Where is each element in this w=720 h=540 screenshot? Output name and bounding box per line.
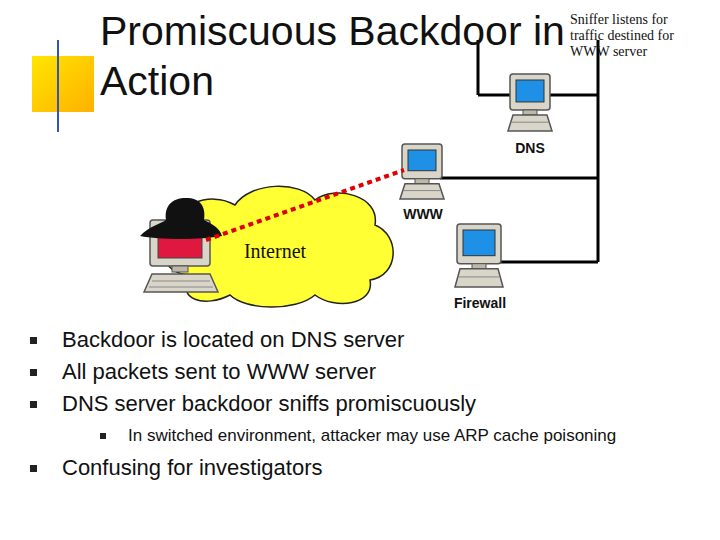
- network-wire: [440, 177, 598, 180]
- bullet-text: Backdoor is located on DNS server: [62, 326, 702, 354]
- keyboard: [400, 184, 444, 199]
- bullet-square: [30, 337, 37, 344]
- monitor-screen: [158, 228, 202, 258]
- accent-square: [32, 56, 94, 112]
- node-label: DNS: [498, 140, 562, 156]
- node-label: WWW: [390, 206, 456, 222]
- keyboard: [144, 274, 218, 292]
- slide-title: Promiscuous Backdoor in Action: [100, 6, 565, 106]
- keyboard-keys: [459, 276, 499, 277]
- monitor: [510, 74, 550, 110]
- attack-path: [206, 170, 404, 240]
- accent-line: [57, 40, 59, 132]
- node-label: Internet: [150, 240, 400, 263]
- keyboard-keys: [512, 122, 548, 123]
- monitor: [150, 220, 210, 266]
- bullet-text: DNS server backdoor sniffs promiscuously: [62, 390, 702, 418]
- sub-bullet-text: In switched environment, attacker may us…: [128, 425, 708, 447]
- bullet-square: [30, 465, 37, 472]
- www-server: WWW: [390, 140, 456, 226]
- monitor-screen: [516, 80, 544, 102]
- monitor-screen: [408, 150, 436, 171]
- bullet-text: All packets sent to WWW server: [62, 358, 702, 386]
- keyboard: [455, 269, 503, 287]
- note-text: Sniffer listens for traffic destined for…: [570, 12, 678, 60]
- bullet-square: [100, 433, 106, 439]
- monitor-screen: [463, 230, 495, 256]
- black-hat: [140, 198, 222, 239]
- computer-icon: [455, 224, 503, 287]
- keyboard-keys: [404, 190, 440, 191]
- keyboard: [508, 115, 552, 131]
- network-wire: [500, 261, 598, 264]
- monitor: [402, 144, 442, 179]
- dns-server: DNS: [498, 70, 562, 160]
- computer-icon: [400, 144, 444, 199]
- node-label: Firewall: [440, 295, 520, 311]
- computer-icon: [508, 74, 552, 131]
- network-backbone: [597, 40, 600, 262]
- bullet-text: Confusing for investigators: [62, 454, 702, 482]
- attacker-computer: [140, 198, 222, 292]
- internet-cloud: Internet: [150, 180, 400, 310]
- monitor: [457, 224, 501, 264]
- keyboard-keys: [149, 287, 213, 288]
- bullet-square: [30, 369, 37, 376]
- monitor-stand: [472, 264, 486, 269]
- monitor-stand: [172, 266, 188, 272]
- bullet-square: [30, 401, 37, 408]
- firewall: Firewall: [440, 222, 520, 314]
- keyboard-keys: [152, 281, 210, 282]
